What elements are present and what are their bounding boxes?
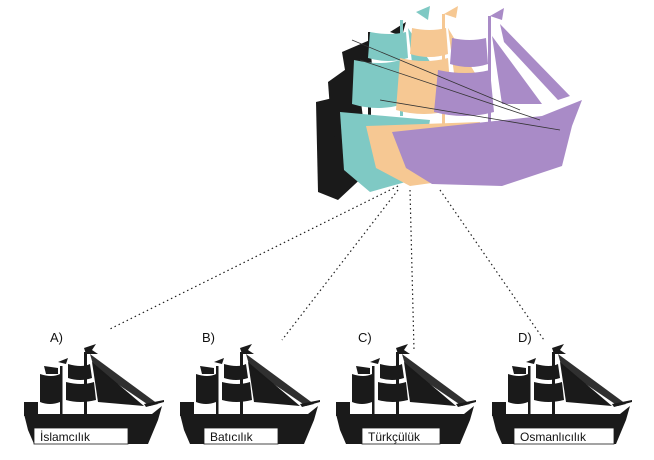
option-a-label: İslamcılık [40,430,91,444]
option-d[interactable]: D) Osmanlıcılık [492,330,632,445]
option-b-letter: B) [202,330,215,345]
option-b-label-box [203,427,279,445]
ship-layer-lavender [392,8,582,186]
option-b-label: Batıcılık [210,430,254,444]
option-c-letter: C) [358,330,372,345]
option-d-letter: D) [518,330,532,345]
option-b[interactable]: B) Batıcılık [180,330,320,445]
option-a-letter: A) [50,330,63,345]
connector-line-a [107,185,399,331]
option-c[interactable]: C) Türkçülük [336,330,476,445]
option-d-label-box [513,427,615,445]
connector-line-d [439,189,545,341]
option-c-label-box [361,427,441,445]
connector-line-b [281,189,399,341]
option-a-label-box [33,427,129,445]
connector-lines [107,185,545,351]
option-c-label: Türkçülük [368,430,421,444]
option-d-label: Osmanlıcılık [520,430,587,444]
connector-line-c [409,189,415,351]
main-ship-icon [316,6,582,200]
main-ship-rigging [351,39,561,131]
option-a[interactable]: A) İslamcılık [24,330,164,445]
